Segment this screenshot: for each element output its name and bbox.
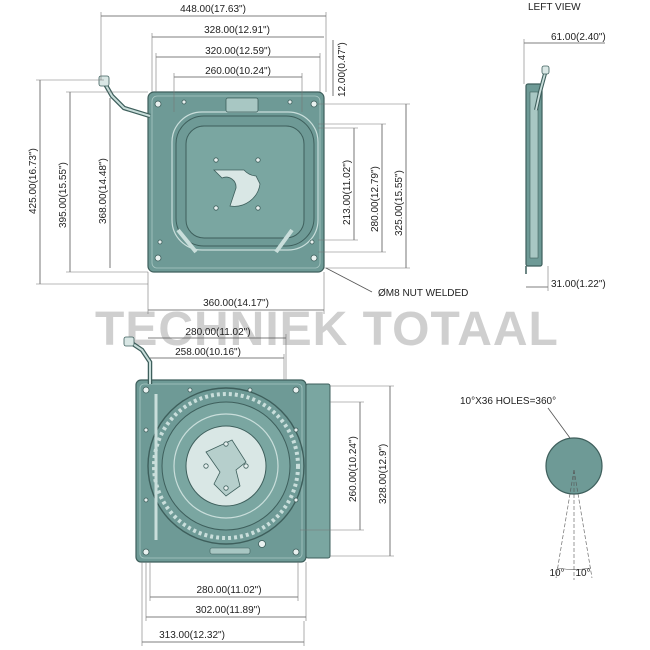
- dim-325: 325.00(15.55"): [394, 170, 405, 236]
- nut-welded-label: ØM8 NUT WELDED: [378, 288, 468, 299]
- dim-280: 280.00(12.79"): [370, 166, 381, 232]
- dim-320: 320.00(12.59"): [205, 46, 271, 57]
- holes-detail: 10°X36 HOLES=360° 10° 10°: [460, 396, 603, 580]
- dim-328-right: 328.00(12.9"): [378, 444, 389, 504]
- dim-overall-width: 448.00(17.63"): [180, 4, 246, 15]
- left-view: LEFT VIEW 61.00(2.40") 31.00(1.22"): [523, 2, 606, 291]
- dim-368: 368.00(14.48"): [98, 158, 109, 224]
- dim-258: 258.00(10.16"): [175, 347, 241, 358]
- dim-280-bottom: 280.00(11.02"): [196, 585, 261, 596]
- angle-right: 10°: [575, 568, 590, 579]
- dim-302: 302.00(11.89"): [195, 605, 260, 616]
- dim-280-top: 280.00(11.02"): [185, 327, 250, 338]
- bottom-view-dimensions: 280.00(11.02") 258.00(10.16") 260.00(10.…: [141, 327, 394, 646]
- dim-213: 213.00(11.02"): [342, 160, 353, 225]
- dim-395: 395.00(15.55"): [58, 162, 69, 228]
- release-lever: [102, 80, 151, 119]
- dim-425: 425.00(16.73"): [28, 148, 39, 214]
- center-cutout: [213, 169, 261, 207]
- bottom-side-flange: [305, 383, 331, 559]
- dim-260: 260.00(10.24"): [205, 66, 271, 77]
- dim-313: 313.00(12.32"): [159, 630, 225, 641]
- outer-ring: [147, 387, 305, 545]
- watermark: TECHNIEK TOTAAL: [95, 303, 559, 356]
- dim-260-right: 260.00(10.24"): [348, 436, 359, 502]
- dim-328: 328.00(12.91"): [204, 25, 270, 36]
- left-dim-31: 31.00(1.22"): [551, 279, 606, 290]
- holes-label: 10°X36 HOLES=360°: [460, 396, 556, 407]
- left-view-title: LEFT VIEW: [528, 2, 581, 13]
- dim-360: 360.00(14.17"): [203, 298, 269, 309]
- left-dim-61: 61.00(2.40"): [551, 32, 606, 43]
- top-view: [98, 75, 325, 273]
- top-view-dimensions: 448.00(17.63") 328.00(12.91") 320.00(12.…: [28, 4, 468, 314]
- angle-left: 10°: [549, 568, 564, 579]
- bottom-view: [123, 336, 331, 563]
- dim-12: 12.00(0.47"): [337, 42, 348, 97]
